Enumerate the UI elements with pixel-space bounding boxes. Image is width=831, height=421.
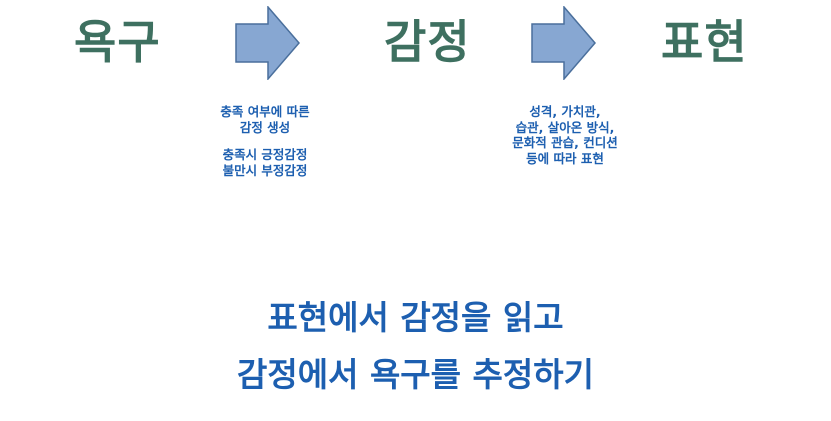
stage-expression-label: 표현 <box>661 15 748 69</box>
note-line: 성격, 가치관, <box>529 104 601 119</box>
note-line: 충족시 긍정감정 <box>222 147 308 162</box>
note-line: 감정 생성 <box>239 119 291 135</box>
stage-desire-label: 욕구 <box>74 15 161 69</box>
stage-emotion-label: 감정 <box>384 15 471 69</box>
right-arrow-icon <box>531 6 596 80</box>
note-line: 문화적 관습, 컨디션 <box>512 135 618 150</box>
note-line: 불만시 부정감정 <box>222 162 308 178</box>
right-arrow-shape <box>235 6 300 80</box>
conclusion-line-1: 표현에서 감정을 읽고 <box>267 298 564 337</box>
note-line: 습관, 살아온 방식, <box>515 119 615 135</box>
conclusion-line-2: 감정에서 욕구를 추정하기 <box>237 355 594 394</box>
satisfaction-note: 충족 여부에 따른 감정 생성 충족시 긍정감정 불만시 부정감정 <box>190 104 340 178</box>
note-line: 충족 여부에 따른 <box>220 104 310 119</box>
note-line: 등에 따라 표현 <box>526 150 604 166</box>
right-arrow-icon <box>235 6 300 80</box>
right-arrow-shape <box>531 6 596 80</box>
note-spacer <box>190 135 340 147</box>
expression-factors-note: 성격, 가치관, 습관, 살아온 방식, 문화적 관습, 컨디션 등에 따라 표… <box>490 104 640 166</box>
